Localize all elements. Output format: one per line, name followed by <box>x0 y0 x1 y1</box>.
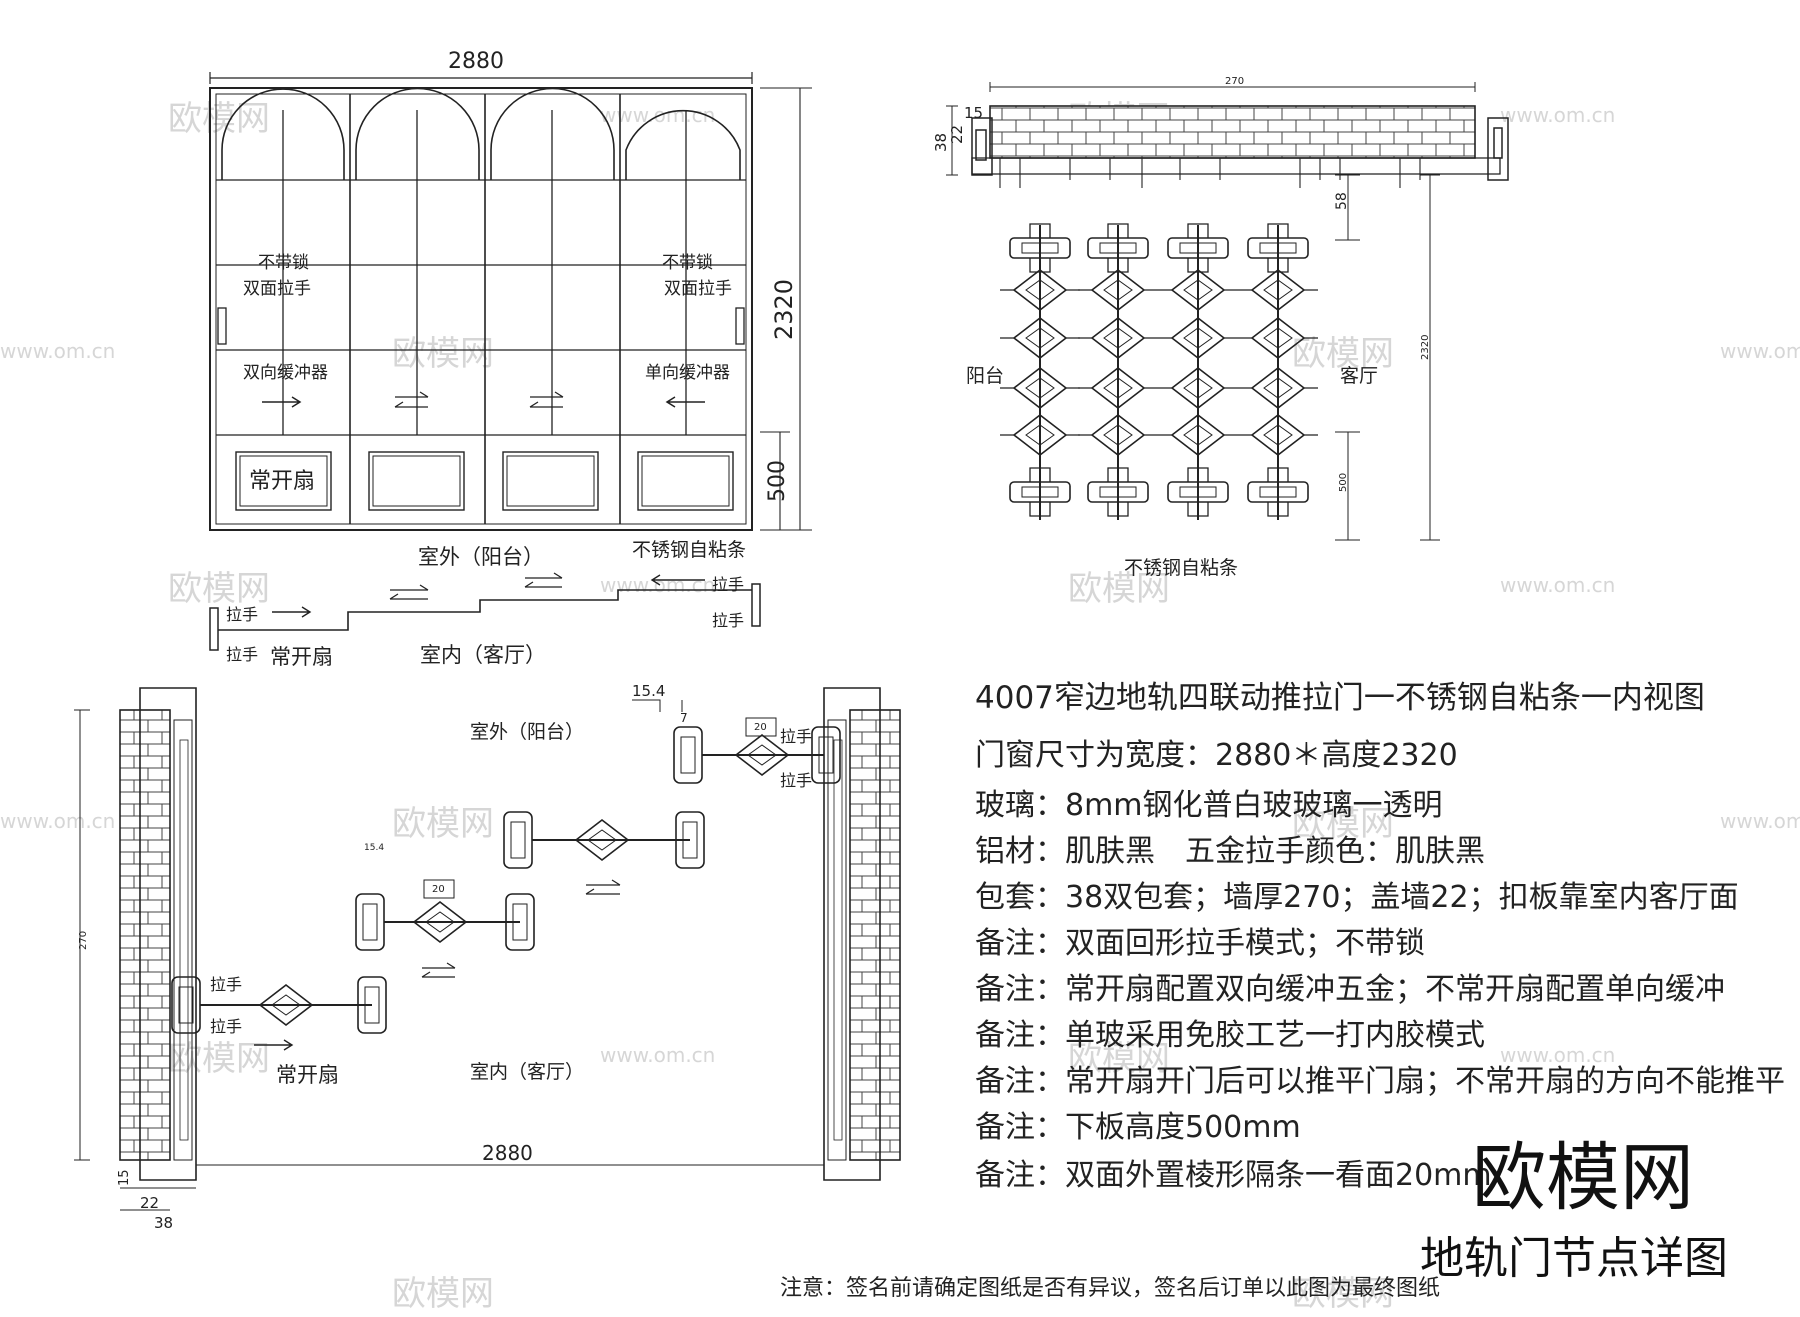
spec-line: 备注：双面外置棱形隔条一看面20mm <box>975 1158 1492 1193</box>
watermark-logo: 欧模网 <box>392 334 494 374</box>
section-lower-dim: 500 <box>1338 473 1349 492</box>
section-dim-22: 22 <box>948 125 966 144</box>
plan-detail-large: 270 2880 15 22 38 室外（阳台） 室内（客厅） <box>74 682 901 1232</box>
watermark-url: www.om.cn <box>1720 339 1800 363</box>
watermark-logo: 欧模网 <box>1068 1039 1170 1079</box>
elevation-width-dim: 2880 <box>448 49 504 74</box>
plan-handle-a: 拉手 <box>210 975 242 994</box>
section-height-dim: 2320 <box>1420 335 1431 360</box>
plan-dim-15: 15 <box>117 1169 132 1186</box>
track-section-detail: 270 <box>932 76 1509 579</box>
plan-dim-7: 7 <box>680 711 688 725</box>
plan-dim-15-4-small: 15.4 <box>364 843 384 853</box>
label-handle-right: 双面拉手 <box>664 279 732 299</box>
plan-outside-label: 室外（阳台） <box>470 721 584 743</box>
label-no-lock-right: 不带锁 <box>662 253 713 273</box>
watermark-url: www.om.cn <box>0 809 115 833</box>
plan-handle-c: 拉手 <box>780 727 812 746</box>
drawing-caption: 地轨门节点详图 <box>1420 1233 1728 1284</box>
section-dim-38: 38 <box>932 133 950 152</box>
spec-line: 备注：常开扇开门后可以推平门扇；不常开扇的方向不能推平 <box>975 1064 1785 1099</box>
watermark-url: www.om.cn <box>1500 103 1615 127</box>
plan-dim-20: 20 <box>432 884 445 895</box>
watermark-logo: 欧模网 <box>1292 334 1394 374</box>
watermark-url: www.om.cn <box>0 339 115 363</box>
brand-logo: 欧模网 <box>1472 1135 1694 1221</box>
watermark-logo: 欧模网 <box>1068 569 1170 609</box>
plan-small-fixed-panel: 常开扇 <box>270 645 333 669</box>
plan-dim-38: 38 <box>154 1214 173 1232</box>
plan-width-dim: 2880 <box>482 1141 533 1165</box>
label-no-lock-left: 不带锁 <box>258 253 309 273</box>
spec-line: 铝材：肌肤黑 五金拉手颜色：肌肤黑 <box>975 834 1485 869</box>
watermark-logo: 欧模网 <box>1292 1274 1394 1314</box>
plan-handle-b: 拉手 <box>210 1017 242 1036</box>
plan-wall-dim: 270 <box>78 931 89 950</box>
plan-small-handle: 拉手 <box>712 575 744 594</box>
plan-small-outside: 室外（阳台） <box>418 545 544 569</box>
watermark-logo: 欧模网 <box>1292 804 1394 844</box>
watermark-logo: 欧模网 <box>168 1039 270 1079</box>
plan-small-handle: 拉手 <box>712 611 744 630</box>
watermark-url: www.om.cn <box>1720 809 1800 833</box>
plan-small-handle: 拉手 <box>226 645 258 664</box>
section-living-room-label: 客厅 <box>1340 365 1378 387</box>
watermark-logo: 欧模网 <box>168 99 270 139</box>
watermark-url: www.om.cn <box>600 103 715 127</box>
plan-handle-d: 拉手 <box>780 771 812 790</box>
label-buffer-left: 双向缓冲器 <box>243 363 328 383</box>
plan-inside-label: 室内（客厅） <box>470 1061 584 1083</box>
plan-dim-15-4: 15.4 <box>632 682 665 700</box>
watermark-logo: 欧模网 <box>392 804 494 844</box>
label-buffer-right: 单向缓冲器 <box>645 363 730 383</box>
plan-dim-20-upper: 20 <box>754 722 767 733</box>
watermark-logo: 欧模网 <box>392 1274 494 1314</box>
elevation-height-dim: 2320 <box>770 279 798 340</box>
plan-diagram-small: 室外（阳台） 不锈钢自粘条 室内（客厅） 拉手 拉手 拉手 拉手 常开扇 <box>209 539 761 669</box>
label-fixed-panel: 常开扇 <box>249 469 315 494</box>
watermark-url: www.om.cn <box>1500 1043 1615 1067</box>
plan-small-strip: 不锈钢自粘条 <box>632 539 746 561</box>
section-strip-label: 不锈钢自粘条 <box>1124 557 1238 579</box>
spec-line: 备注：双面回形拉手模式；不带锁 <box>975 926 1425 961</box>
spec-line: 备注：常开扇配置双向缓冲五金；不常开扇配置单向缓冲 <box>975 972 1725 1007</box>
footer-note: 注意：签名前请确定图纸是否有异议，签名后订单以此图为最终图纸 <box>780 1276 1441 1301</box>
plan-fixed-panel: 常开扇 <box>276 1063 339 1087</box>
section-dim-15: 15 <box>964 104 983 122</box>
plan-small-handle: 拉手 <box>226 605 258 624</box>
spec-line: 备注：下板高度500mm <box>975 1110 1301 1145</box>
spec-line: 备注：单玻采用免胶工艺一打内胶模式 <box>975 1018 1485 1053</box>
spec-line: 玻璃：8mm钢化普白玻玻璃一透明 <box>975 788 1443 823</box>
label-handle-left: 双面拉手 <box>243 279 311 299</box>
watermark-url: www.om.cn <box>1500 573 1615 597</box>
spec-title: 4007窄边地轨四联动推拉门一不锈钢自粘条一内视图 <box>975 680 1705 716</box>
watermark-logo: 欧模网 <box>168 569 270 609</box>
elevation-bottom-dim: 500 <box>765 460 790 502</box>
plan-small-inside: 室内（客厅） <box>420 643 546 667</box>
plan-dim-22: 22 <box>140 1194 159 1212</box>
door-elevation: 2880 2320 500 不带锁 双面拉手 <box>209 49 812 531</box>
spec-line: 包套：38双包套；墙厚270；盖墙22；扣板靠室内客厅面 <box>975 880 1739 915</box>
section-top-width: 270 <box>1225 76 1244 87</box>
watermark-layer: 欧模网 欧模网 欧模网 欧模网 欧模网 欧模网 欧模网 欧模网 欧模网 欧模网 … <box>0 99 1800 1314</box>
section-balcony-label: 阳台 <box>966 365 1004 387</box>
watermark-url: www.om.cn <box>600 1043 715 1067</box>
section-dim-58: 58 <box>1334 192 1350 210</box>
spec-line: 门窗尺寸为宽度：2880＊高度2320 <box>975 738 1458 773</box>
